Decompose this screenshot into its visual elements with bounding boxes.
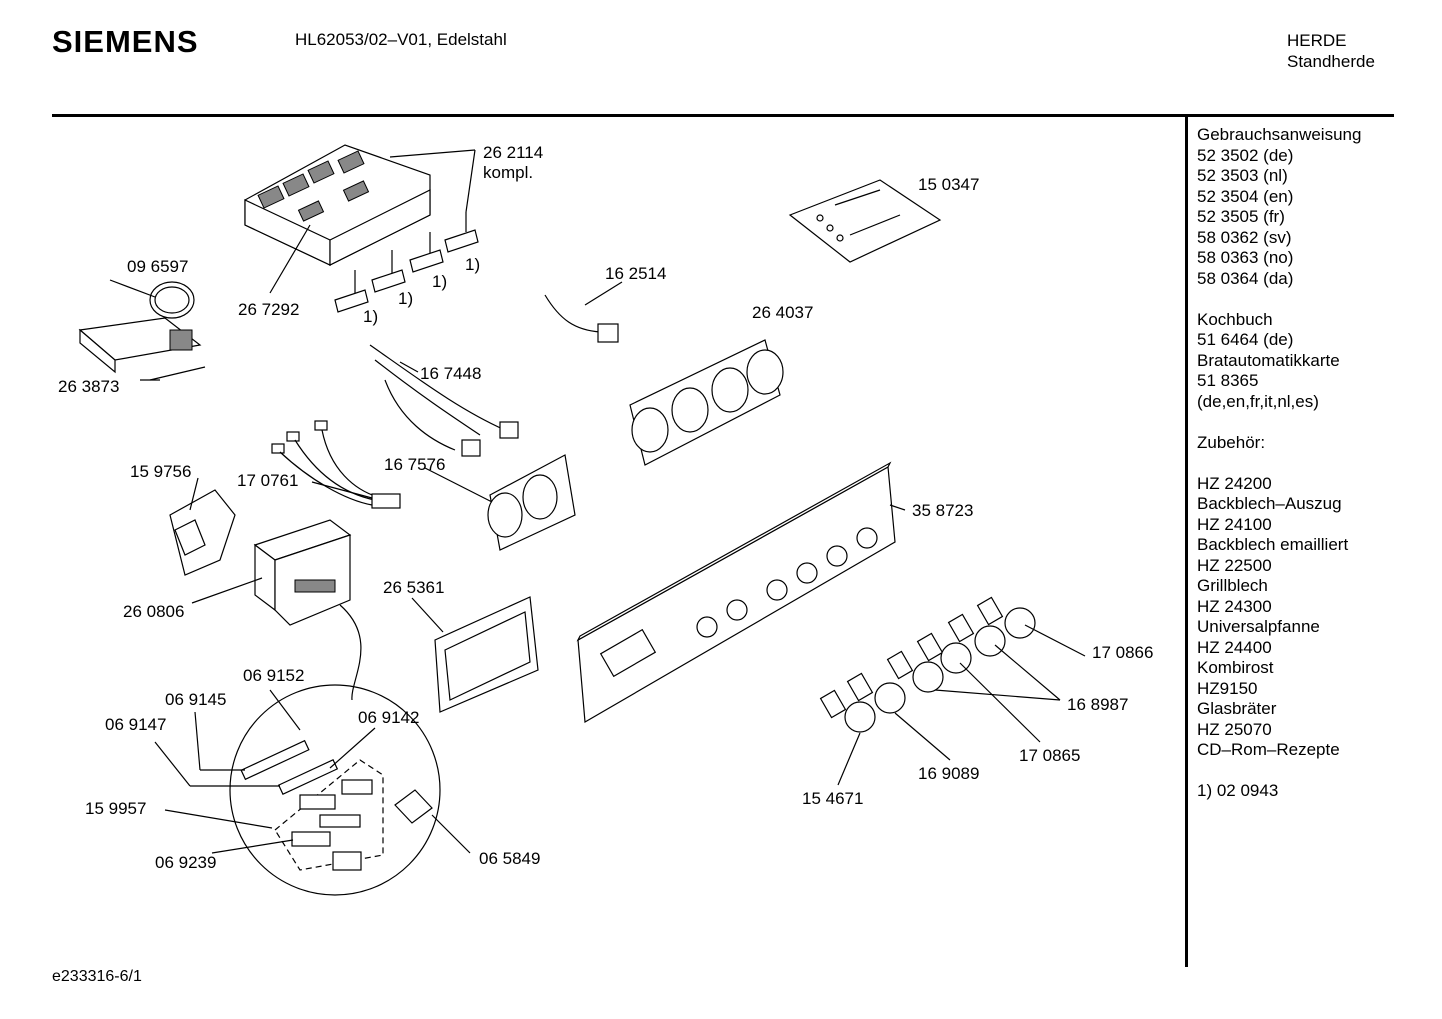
sidebar-line: Backblech emailliert <box>1197 535 1349 554</box>
category-main: HERDE <box>1287 31 1347 50</box>
sidebar-line: Backblech–Auszug <box>1197 494 1342 513</box>
brand-logo: SIEMENS <box>52 24 199 59</box>
sidebar-line: Glasbräter <box>1197 699 1277 718</box>
terminal-block-drawing <box>253 519 352 626</box>
sidebar-line: 58 0364 (da) <box>1197 268 1294 288</box>
cable-drawing <box>544 294 619 343</box>
sidebar-line: HZ 24400 <box>1197 637 1272 657</box>
label-096597: 09 6597 <box>127 257 188 276</box>
label-167576: 16 7576 <box>384 455 445 474</box>
switch-housing-drawing <box>629 339 784 466</box>
label-150347: 15 0347 <box>918 175 979 194</box>
switch-housing-small-drawing <box>487 454 576 551</box>
sidebar-line: 58 0362 (sv) <box>1197 227 1292 247</box>
label-069152: 06 9152 <box>243 666 304 685</box>
label-kompl: kompl. <box>483 163 533 182</box>
sidebar-line: 52 3504 (en) <box>1197 186 1294 206</box>
label-note-1: 1) <box>465 255 480 274</box>
sidebar-line: HZ 25070 <box>1197 719 1272 739</box>
sidebar-line: 52 3505 (fr) <box>1197 207 1285 226</box>
bracket-drawing <box>169 489 236 576</box>
label-358723: 35 8723 <box>912 501 973 520</box>
label-168987: 16 8987 <box>1067 695 1128 714</box>
label-162514: 16 2514 <box>605 264 666 283</box>
sidebar-line: Zubehör: <box>1197 432 1266 452</box>
sidebar-line: 51 8365 <box>1197 371 1259 390</box>
exploded-diagram: 26 2114 kompl. 15 0347 09 6597 26 7292 1… <box>58 143 1153 896</box>
label-264037: 26 4037 <box>752 303 813 322</box>
sidebar-line <box>1197 453 1361 474</box>
control-panel-drawing <box>576 461 896 723</box>
sidebar-line: 52 3503 (nl) <box>1197 166 1288 185</box>
label-159756: 15 9756 <box>130 462 191 481</box>
label-065849: 06 5849 <box>479 849 540 868</box>
sidebar-line: Bratautomatikkarte <box>1197 350 1340 370</box>
label-note-2: 1) <box>432 272 447 291</box>
cable-small-drawing <box>271 420 401 509</box>
sidebar-line: Kochbuch <box>1197 309 1273 329</box>
label-note-3: 1) <box>398 289 413 308</box>
screw-bag-drawing <box>788 179 942 263</box>
header-divider <box>52 114 1394 117</box>
label-265361: 26 5361 <box>383 578 444 597</box>
sidebar-line: HZ 22500 <box>1197 555 1272 575</box>
harness-drawing <box>369 344 519 457</box>
label-260806: 26 0806 <box>123 602 184 621</box>
label-262114: 26 2114 <box>483 143 543 162</box>
detail-circle-drawing <box>229 604 441 896</box>
document-code: e233316-6/1 <box>52 968 142 985</box>
label-170761: 17 0761 <box>237 471 298 490</box>
label-159957: 15 9957 <box>85 799 146 818</box>
model-title: HL62053/02–V01, Edelstahl <box>295 30 507 49</box>
leader-lines <box>140 149 1086 854</box>
sidebar-line: Gebrauchsanweisung <box>1197 125 1362 144</box>
sidebar-line: 51 6464 (de) <box>1197 330 1294 349</box>
sidebar-line <box>1197 289 1361 310</box>
part-labels: 26 2114 kompl. 15 0347 09 6597 26 7292 1… <box>58 143 1153 872</box>
sidebar-line <box>1197 761 1361 782</box>
label-170866: 17 0866 <box>1092 643 1153 662</box>
category-sub: Standherde <box>1287 52 1375 71</box>
sidebar-line: 58 0363 (no) <box>1197 248 1294 267</box>
sidebar-line: Universalpfanne <box>1197 617 1320 636</box>
micro-switch-drawings <box>334 212 479 313</box>
label-167448: 16 7448 <box>420 364 481 383</box>
knob-drawings <box>819 596 1036 733</box>
display-bracket-drawing <box>434 596 539 713</box>
sidebar-line: HZ 24200 <box>1197 473 1272 493</box>
label-069239: 06 9239 <box>155 853 216 872</box>
sidebar-line: 52 3502 (de) <box>1197 145 1294 165</box>
sidebar-line: Grillblech <box>1197 576 1268 595</box>
sidebar-line: CD–Rom–Rezepte <box>1197 740 1340 759</box>
sidebar-line: (de,en,fr,it,nl,es) <box>1197 391 1319 411</box>
sidebar-divider <box>1185 117 1188 967</box>
sidebar-line: Kombirost <box>1197 658 1274 677</box>
label-170865: 17 0865 <box>1019 746 1080 765</box>
label-069147: 06 9147 <box>105 715 166 734</box>
label-267292: 26 7292 <box>238 300 299 319</box>
category-block: HERDE Standherde <box>1287 30 1375 72</box>
label-note-4: 1) <box>363 307 378 326</box>
sidebar-line: HZ9150 <box>1197 678 1258 698</box>
label-263873: 26 3873 <box>58 377 119 396</box>
label-169089: 16 9089 <box>918 764 979 783</box>
switch-block-drawing <box>244 144 431 266</box>
sidebar-line <box>1197 412 1361 433</box>
sidebar-line: 1) 02 0943 <box>1197 781 1279 800</box>
sidebar-line: HZ 24300 <box>1197 596 1272 616</box>
label-069142: 06 9142 <box>358 708 419 727</box>
sensor-bracket-drawing <box>78 279 206 381</box>
label-154671: 15 4671 <box>802 789 863 808</box>
label-069145: 06 9145 <box>165 690 226 709</box>
sidebar-line: HZ 24100 <box>1197 514 1272 534</box>
